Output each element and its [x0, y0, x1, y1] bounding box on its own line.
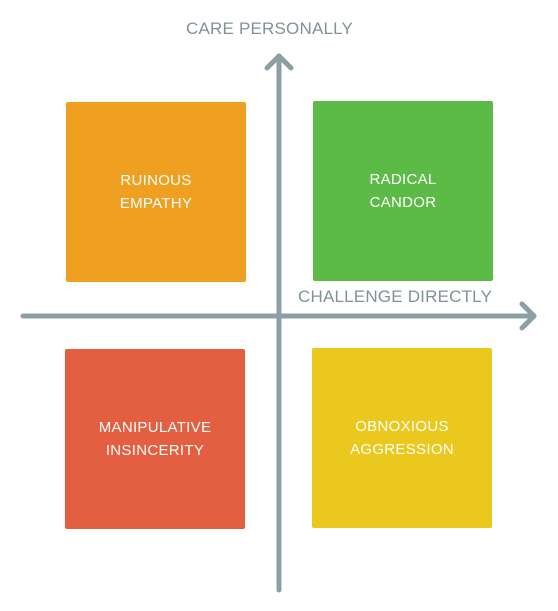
challenge-directly-label: CHALLENGE DIRECTLY: [298, 287, 493, 306]
horizontal-axis-arrowhead: [519, 301, 537, 331]
quadrant-label: MANIPULATIVE INSINCERITY: [99, 416, 212, 462]
quadrant-label-line: INSINCERITY: [105, 442, 205, 459]
quadrant-label-line: AGGRESSION: [350, 441, 454, 458]
care-personally-label: CARE PERSONALLY: [186, 19, 354, 38]
obnoxious-aggression-box: OBNOXIOUS AGGRESSION: [312, 348, 492, 528]
quadrant-label: RUINOUS EMPATHY: [120, 169, 192, 215]
quadrant-label: OBNOXIOUS AGGRESSION: [350, 415, 454, 461]
manipulative-insincerity-box: MANIPULATIVE INSINCERITY: [65, 349, 245, 529]
radical-candor-box: RADICAL CANDOR: [313, 101, 493, 281]
quadrant-label-line: RADICAL: [369, 171, 437, 188]
quadrant-label-line: CANDOR: [369, 194, 437, 211]
quadrant-label-line: OBNOXIOUS: [355, 418, 449, 435]
vertical-axis-arrowhead: [264, 53, 294, 71]
quadrant-label: RADICAL CANDOR: [369, 168, 436, 214]
quadrant-label-line: EMPATHY: [119, 195, 193, 212]
quadrant-label-line: RUINOUS: [120, 172, 192, 189]
quadrant-label-line: MANIPULATIVE: [98, 419, 212, 436]
ruinous-empathy-box: RUINOUS EMPATHY: [66, 102, 246, 282]
